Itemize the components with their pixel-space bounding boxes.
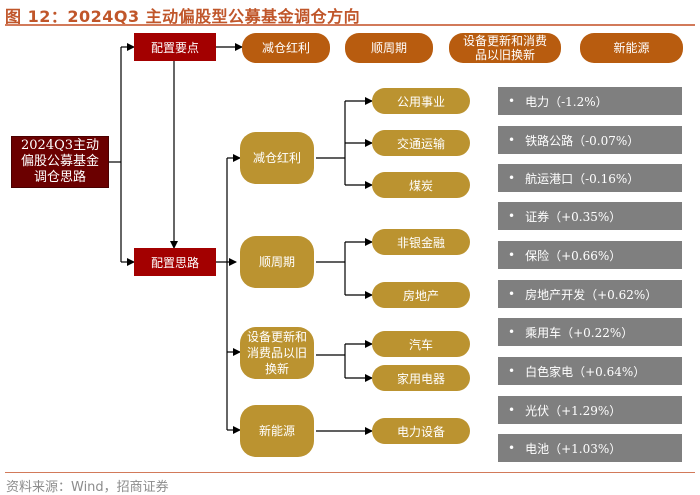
- detail-item: • 保险（+0.66%）: [498, 241, 682, 269]
- bullet-icon: •: [508, 441, 516, 455]
- footer-divider: [5, 472, 695, 473]
- config-points-node: 配置要点: [134, 33, 216, 61]
- leaf-power-equipment: 电力设备: [372, 418, 470, 444]
- detail-text: 白色家电（+0.64%）: [525, 364, 646, 379]
- leaf-transportation: 交通运输: [372, 130, 470, 156]
- detail-item: • 电力（-1.2%）: [498, 87, 682, 115]
- config-ideas-node: 配置思路: [134, 248, 216, 276]
- detail-item: • 光伏（+1.29%）: [498, 396, 682, 424]
- detail-item: • 房地产开发（+0.62%）: [498, 280, 682, 308]
- detail-item: • 航运港口（-0.16%）: [498, 164, 682, 192]
- bullet-icon: •: [508, 94, 516, 108]
- bullet-icon: •: [508, 171, 516, 185]
- detail-item: • 电池（+1.03%）: [498, 434, 682, 462]
- mid-node-new-energy: 新能源: [240, 405, 314, 457]
- detail-item: • 证券（+0.35%）: [498, 202, 682, 230]
- leaf-non-bank-finance: 非银金融: [372, 229, 470, 255]
- title-divider: [5, 24, 695, 26]
- detail-text: 铁路公路（-0.07%）: [525, 133, 640, 148]
- top-pill-cyclical: 顺周期: [345, 33, 433, 63]
- top-pill-reduce-dividend: 减仓红利: [242, 33, 330, 63]
- detail-text: 保险（+0.66%）: [525, 248, 622, 263]
- top-pill-equipment-upgrade: 设备更新和消费品以旧换新: [449, 33, 561, 63]
- detail-text: 电力（-1.2%）: [525, 94, 608, 109]
- leaf-home-appliances: 家用电器: [372, 365, 470, 391]
- source-note: 资料来源：Wind，招商证券: [6, 480, 169, 495]
- detail-text: 房地产开发（+0.62%）: [525, 287, 658, 302]
- leaf-coal: 煤炭: [372, 172, 470, 198]
- detail-item: • 白色家电（+0.64%）: [498, 357, 682, 385]
- bullet-icon: •: [508, 403, 516, 417]
- bullet-icon: •: [508, 287, 516, 301]
- bullet-icon: •: [508, 133, 516, 147]
- leaf-real-estate: 房地产: [372, 282, 470, 308]
- leaf-utilities: 公用事业: [372, 88, 470, 114]
- detail-item: • 乘用车（+0.22%）: [498, 318, 682, 346]
- mid-node-cyclical: 顺周期: [240, 236, 314, 288]
- detail-item: • 铁路公路（-0.07%）: [498, 126, 682, 154]
- detail-text: 航运港口（-0.16%）: [525, 171, 640, 186]
- top-pill-new-energy: 新能源: [580, 33, 683, 63]
- bullet-icon: •: [508, 325, 516, 339]
- mid-node-equipment-upgrade: 设备更新和消费品以旧换新: [240, 327, 314, 379]
- bullet-icon: •: [508, 248, 516, 262]
- detail-text: 乘用车（+0.22%）: [525, 325, 634, 340]
- figure-title: 图 12：2024Q3 主动偏股型公募基金调仓方向: [5, 7, 361, 26]
- detail-text: 电池（+1.03%）: [525, 441, 622, 456]
- bullet-icon: •: [508, 364, 516, 378]
- detail-text: 光伏（+1.29%）: [525, 403, 622, 418]
- root-node: 2024Q3主动偏股公募基金调仓思路: [11, 136, 109, 188]
- detail-text: 证券（+0.35%）: [525, 209, 622, 224]
- leaf-automobile: 汽车: [372, 331, 470, 357]
- mid-node-reduce-dividend: 减仓红利: [240, 132, 314, 184]
- bullet-icon: •: [508, 209, 516, 223]
